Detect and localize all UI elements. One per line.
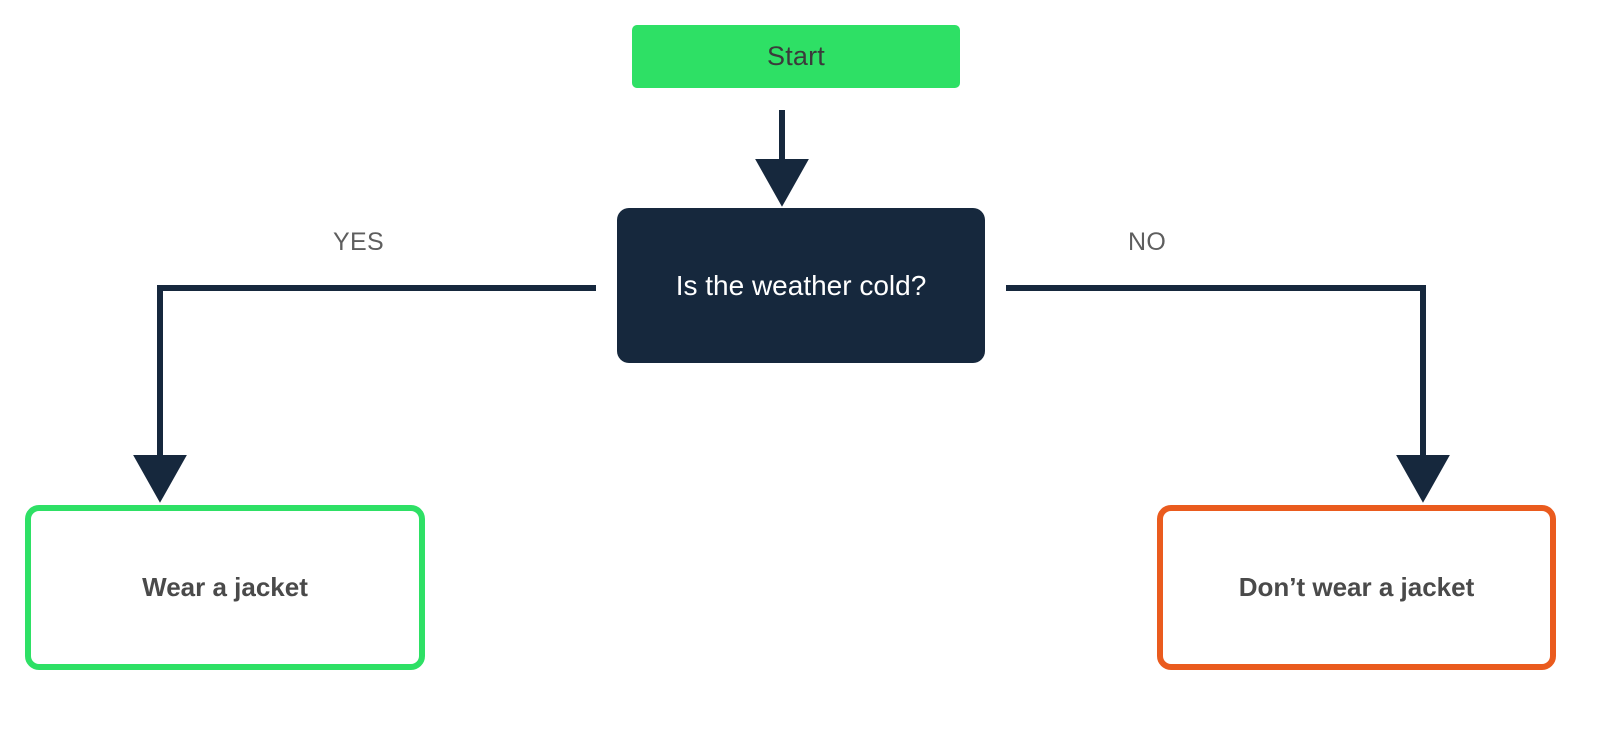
edge-decision-to-yes — [133, 285, 596, 503]
edge-decision-to-no — [1006, 285, 1450, 503]
edge-label-yes: YES — [333, 228, 384, 256]
node-outcome-wear-a-jacket[interactable]: Wear a jacket — [25, 505, 425, 670]
node-outcome-dont-wear-a-jacket[interactable]: Don’t wear a jacket — [1157, 505, 1556, 670]
node-start[interactable]: Start — [632, 25, 960, 88]
node-decision-weather-cold[interactable]: Is the weather cold? — [617, 208, 985, 363]
edge-label-no: NO — [1128, 228, 1167, 256]
